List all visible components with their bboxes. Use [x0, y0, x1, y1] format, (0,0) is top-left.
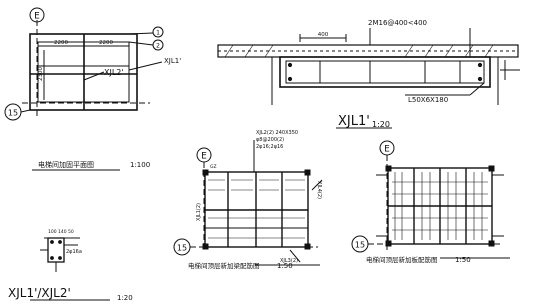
plan2	[173, 140, 323, 266]
axis-e-1: E	[34, 12, 40, 22]
axis-e-2: E	[201, 152, 207, 162]
plan1-scale: 1:100	[130, 161, 150, 169]
plan2-caption: 电梯间顶层新加梁配筋图	[188, 261, 260, 270]
plan1-label-xjl2: XJL2'	[104, 68, 124, 77]
plan1-dim-2200b: 2200	[99, 40, 113, 46]
plan3-caption: 电梯间顶层新加板配筋图	[366, 255, 438, 264]
plan2-note-xjl2: XJL2(2) 240X350	[256, 130, 298, 136]
detail-title: XJL1'/XJL2'	[8, 286, 71, 300]
plan1-tag-1: 1	[156, 30, 160, 37]
plan2-label-xjl1: XJL1(2)	[196, 203, 202, 221]
detail-small-label: 2φ16a	[66, 249, 82, 255]
plan2-label-xjl3: XJL3(2)	[280, 258, 298, 264]
plan1-dim-2300: 2300	[38, 67, 44, 81]
section1-dim-400: 400	[318, 32, 329, 38]
section1-title: XJL1'	[338, 114, 370, 129]
plan2-label-gz: GZ	[210, 164, 217, 170]
section1-rebar-note: 2M16@400<400	[368, 19, 427, 27]
detail-small	[30, 237, 110, 301]
detail-scale: 1:20	[117, 294, 133, 302]
detail-note: 100 140 50	[48, 229, 74, 235]
plan1-frame	[4, 7, 164, 171]
plan1-tag-2: 2	[156, 43, 160, 50]
section1	[217, 28, 520, 129]
axis-15-2: 15	[177, 244, 187, 253]
axis-15-1: 15	[8, 109, 18, 118]
plan2-note-rebar: φ8@200(2)	[256, 137, 284, 143]
axis-e-3: E	[384, 145, 390, 155]
plan2-note-top: 2φ16;2φ16	[256, 144, 283, 150]
plan3	[351, 140, 510, 259]
axis-15-3: 15	[355, 241, 365, 250]
plan3-scale: 1:50	[455, 256, 471, 264]
plan1-dim-2200a: 2200	[54, 40, 68, 46]
plan2-label-xjl4: XJL4(2)	[316, 181, 322, 199]
plan1-label-xjl1: XJL1'	[164, 57, 181, 65]
section1-scale: 1:20	[372, 120, 390, 129]
plan1-caption: 电梯间加固平面图	[38, 160, 94, 169]
section1-angle-note: L50X6X180	[408, 96, 448, 104]
plan2-scale: 1:50	[277, 262, 293, 270]
